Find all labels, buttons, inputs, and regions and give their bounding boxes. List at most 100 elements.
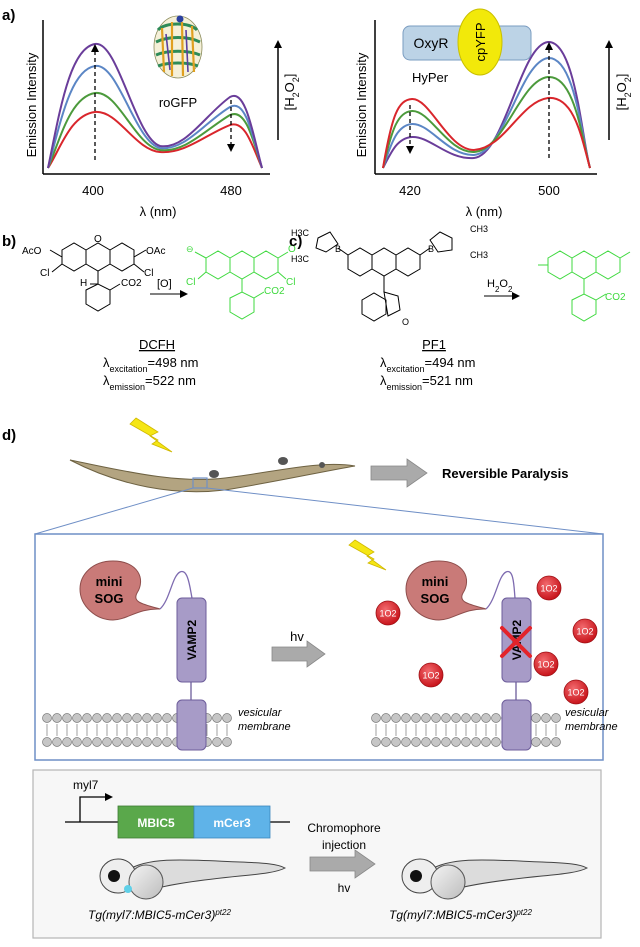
worm-nucleus-2 — [278, 457, 288, 465]
lipid-head — [162, 713, 172, 723]
singlet-oxygen-label: 1O2 — [422, 671, 439, 681]
minisog-left-line2: SOG — [95, 591, 124, 606]
right-x-tick-420: 420 — [399, 183, 421, 198]
pf1-emission: λemission=521 nm — [380, 373, 473, 392]
lipid-head — [401, 737, 411, 747]
lipid-head — [72, 737, 82, 747]
roGFP-emission-chart: Emission Intensity 400 480 λ (nm) roGFP … — [24, 15, 301, 219]
dcf-cl-left: Cl — [186, 277, 195, 288]
cleavage-x-icon — [500, 626, 532, 658]
lipid-head — [132, 737, 142, 747]
reversible-paralysis-label: Reversible Paralysis — [442, 466, 568, 481]
fish-label-right: Tg(myl7:MBIC5-mCer3)pt22 — [389, 908, 532, 923]
lipid-head — [391, 713, 401, 723]
membrane-label-left-1: vesicular — [238, 707, 283, 719]
roGFP-label: roGFP — [159, 95, 197, 110]
lipid-head — [72, 713, 82, 723]
lipid-head — [52, 713, 62, 723]
pf1-name: PF1 — [422, 337, 446, 352]
right-y-axis-label: Emission Intensity — [354, 52, 369, 157]
fluorescein-product-structure — [538, 250, 631, 322]
lipid-head — [62, 737, 72, 747]
lightning-bolt-icon — [129, 417, 173, 453]
worm-nucleus-1 — [209, 470, 219, 478]
dcfh-cl-left: Cl — [40, 268, 49, 279]
lipid-head — [222, 713, 232, 723]
lipid-head — [451, 737, 461, 747]
dcf-o-right: O — [288, 244, 296, 255]
dcfh-name: DCFH — [139, 337, 175, 352]
lipid-head — [381, 737, 391, 747]
lipid-head — [381, 713, 391, 723]
lipid-head — [222, 737, 232, 747]
lipid-head — [401, 713, 411, 723]
mbic5-box — [117, 805, 195, 839]
dcfh-emission: λemission=522 nm — [103, 373, 196, 392]
pf1-ch3-bottom: CH3 — [470, 250, 488, 260]
panel-label-a: a) — [2, 7, 15, 24]
lipid-head — [132, 713, 142, 723]
left-curve-blue — [47, 64, 263, 169]
panel-label-c: c) — [289, 233, 302, 250]
pf1-structure — [315, 231, 453, 322]
linker-right — [485, 570, 516, 610]
zoom-line-left — [34, 487, 194, 535]
minisog-right-line1: mini — [422, 574, 449, 589]
dcfh-aco: AcO — [22, 246, 42, 257]
lipid-head — [142, 737, 152, 747]
singlet-oxygen-label: 1O2 — [567, 688, 584, 698]
pf1-o-lactone: O — [402, 317, 409, 327]
left-curve-red — [47, 110, 263, 169]
right-x-axis-label: λ (nm) — [466, 204, 503, 219]
HyPer-emission-chart: Emission Intensity 420 500 λ (nm) OxyR c… — [354, 8, 633, 219]
treatment-line2: injection — [322, 838, 366, 852]
left-y-axis-label: Emission Intensity — [24, 52, 39, 157]
minisog-left-line1: mini — [96, 574, 123, 589]
panel-label-b: b) — [2, 233, 16, 250]
minisog-right-line2: SOG — [421, 591, 450, 606]
right-x-tick-500: 500 — [538, 183, 560, 198]
lipid-head — [541, 713, 551, 723]
zebrafish-right — [401, 858, 589, 900]
lipid-head — [461, 737, 471, 747]
dcf-cl-right: Cl — [286, 277, 295, 288]
left-curve-purple — [47, 43, 263, 169]
lipid-head — [371, 713, 381, 723]
right-curve-red — [382, 96, 591, 169]
singlet-oxygen-molecule — [418, 662, 444, 688]
treatment-arrow — [309, 849, 376, 879]
mcer3-box — [193, 805, 271, 839]
singlet-oxygen-molecule — [563, 679, 589, 705]
mbic5-label: MBIC5 — [137, 816, 175, 830]
lipid-head — [551, 737, 561, 747]
lipid-head — [441, 713, 451, 723]
lipid-head — [421, 737, 431, 747]
lipid-head — [92, 713, 102, 723]
lipid-head — [451, 713, 461, 723]
vamp2-left-tm — [176, 699, 207, 751]
lipid-head — [212, 713, 222, 723]
fluorescein-co2: CO2 — [605, 292, 626, 303]
singlet-oxygen-molecule — [536, 575, 562, 601]
lipid-head — [92, 737, 102, 747]
worm-zoom-box — [192, 477, 208, 489]
pf1-ch3-top: CH3 — [470, 224, 488, 234]
lipid-head — [411, 737, 421, 747]
membrane-label-left-2: membrane — [238, 721, 291, 733]
singlet-oxygen-molecule — [533, 651, 559, 677]
vamp2-left-label: VAMP2 — [185, 619, 199, 660]
lipid-head — [42, 737, 52, 747]
dcfh-oac: OAc — [146, 246, 165, 257]
lipid-head — [541, 737, 551, 747]
lipid-head — [52, 737, 62, 747]
dcfh-excitation: λexcitation=498 nm — [103, 355, 198, 374]
lipid-head — [62, 713, 72, 723]
cpyfp-oval — [457, 8, 503, 76]
dcfh-co2: CO2 — [121, 278, 142, 289]
lipid-head — [122, 737, 132, 747]
lipid-head — [471, 713, 481, 723]
lipid-head — [112, 737, 122, 747]
left-x-tick-400: 400 — [82, 183, 104, 198]
singlet-oxygen-label: 1O2 — [540, 584, 557, 594]
dcf-o-minus: ⊖ — [186, 244, 194, 254]
